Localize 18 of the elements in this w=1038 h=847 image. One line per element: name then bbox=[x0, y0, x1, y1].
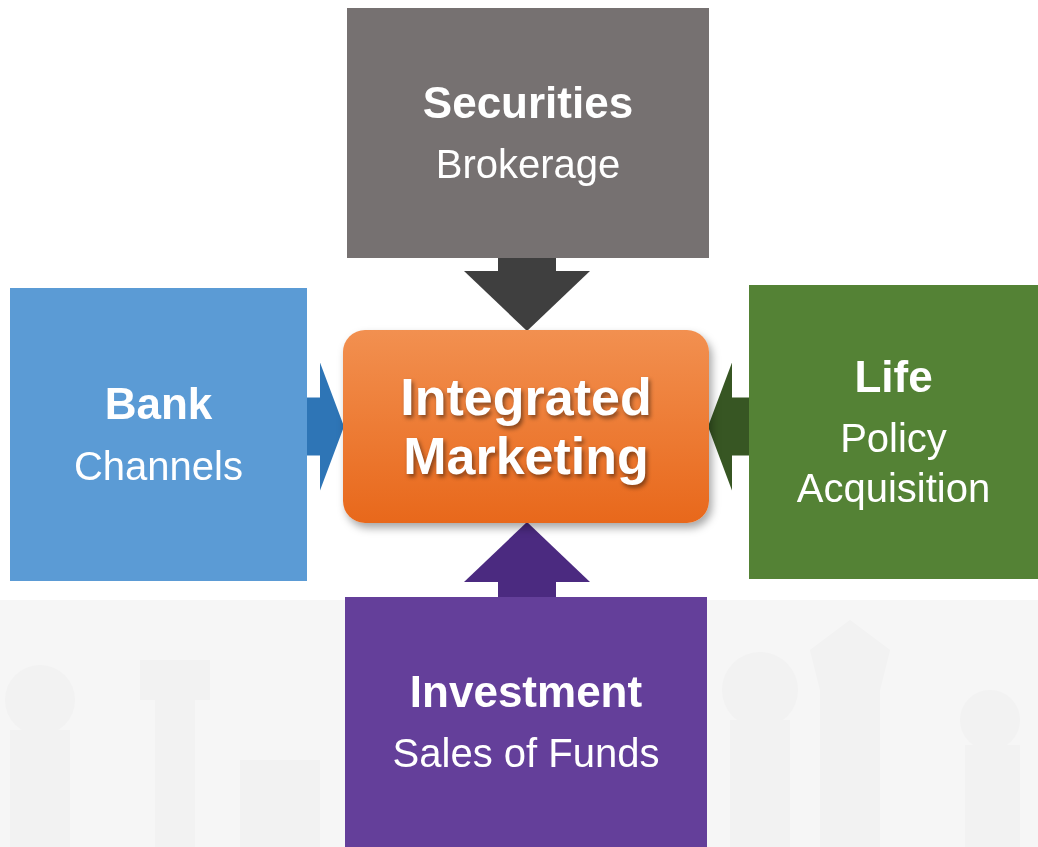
box-heading: Life bbox=[854, 350, 933, 403]
box-heading: Bank bbox=[104, 378, 213, 431]
category-box bbox=[345, 597, 707, 847]
block-arrow bbox=[708, 362, 749, 491]
center-box bbox=[343, 330, 709, 523]
block-arrow bbox=[464, 258, 590, 331]
category-box bbox=[749, 285, 1038, 579]
box-text: Sales of Funds bbox=[392, 730, 660, 778]
block-arrow bbox=[307, 362, 344, 491]
category-box bbox=[347, 8, 709, 258]
category-box bbox=[10, 288, 307, 581]
box-text: Channels bbox=[74, 442, 243, 490]
box-heading: Integrated Marketing bbox=[399, 368, 653, 485]
block-arrow bbox=[464, 522, 590, 597]
box-heading: Securities bbox=[422, 76, 634, 129]
box-text: Policy Acquisition bbox=[795, 415, 992, 513]
box-heading: Investment bbox=[409, 665, 643, 718]
box-text: Brokerage bbox=[435, 141, 621, 189]
